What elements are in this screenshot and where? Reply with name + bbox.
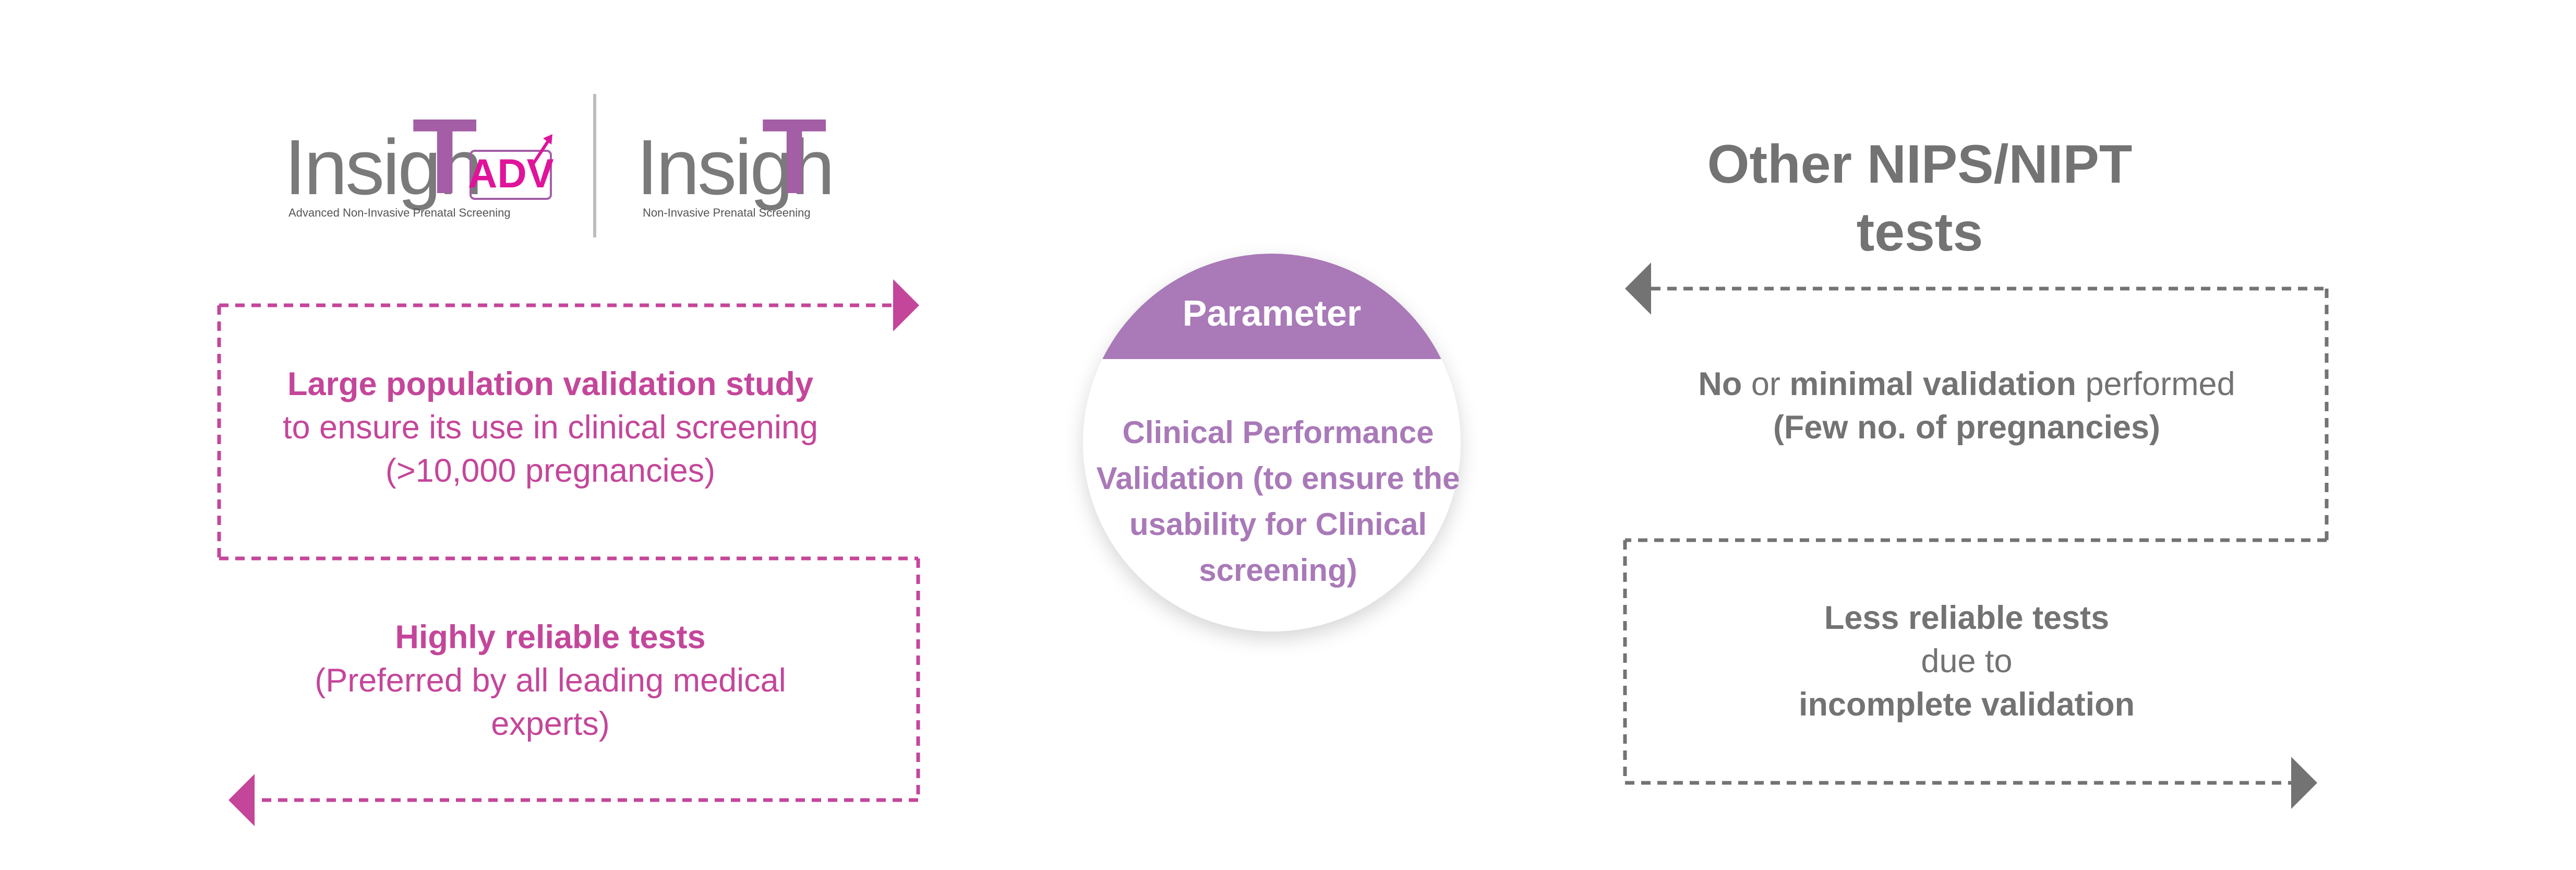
left-bottom-text: Highly reliable tests (Preferred by all … [245, 616, 856, 746]
right-top-text: No or minimal validation performed (Few … [1659, 363, 2274, 449]
logo-t: T [412, 97, 478, 216]
right-top-bold: minimal validation [1789, 366, 2076, 402]
parameter-line: usability for Clinical [1129, 507, 1427, 542]
left-bottom-heading: Highly reliable tests [395, 619, 706, 656]
right-arrowhead-right [2291, 757, 2317, 809]
left-arrowhead-right [893, 279, 919, 331]
left-flow-path [217, 303, 920, 802]
left-top-heading: Large population validation study [287, 366, 814, 402]
left-top-text: Large population validation study to ens… [245, 363, 856, 493]
right-top-plain: or [1742, 366, 1790, 402]
parameter-line: Validation (to ensure the [1096, 461, 1460, 496]
right-flow-path [1623, 287, 2329, 785]
right-bottom-line: incomplete validation [1798, 686, 2135, 723]
parameter-line: screening) [1199, 553, 1357, 588]
adv-badge [470, 150, 552, 200]
right-bottom-text: Less reliable tests due to incomplete va… [1659, 597, 2274, 726]
logo-tagline: Advanced Non-Invasive Prenatal Screening [288, 206, 511, 219]
right-top-line: (Few no. of pregnancies) [1773, 409, 2161, 446]
parameter-line: Clinical Performance [1122, 415, 1434, 450]
parameter-description: Clinical Performance Validation (to ensu… [1088, 410, 1468, 593]
right-bottom-line: due to [1921, 643, 2013, 680]
right-top-line: No or minimal validation performed [1659, 363, 2274, 406]
left-bottom-line: experts) [491, 706, 610, 742]
insight-logo: Insigh T Non-Invasive Prenatal Screening [636, 103, 835, 222]
logo-word: Insigh [284, 123, 483, 211]
left-top-line: to ensure its use in clinical screening [282, 409, 818, 446]
logo-t: T [762, 97, 827, 216]
insight-adv-logo: Insigh T ADV Advanced Non-Invasive Prena… [284, 103, 566, 222]
adv-arrow-icon [531, 134, 552, 166]
right-top-bold: No [1698, 366, 1742, 402]
right-top-plain: performed [2076, 366, 2235, 402]
logo-word: Insigh [636, 123, 835, 211]
right-bottom-heading: Less reliable tests [1824, 600, 2110, 636]
right-arrowhead-left [1625, 263, 1651, 315]
adv-label: ADV [468, 150, 554, 196]
parameter-header: Parameter [1182, 293, 1362, 333]
left-top-line: (>10,000 pregnancies) [385, 452, 716, 489]
left-bottom-line: (Preferred by all leading medical [315, 662, 786, 699]
other-tests-title: Other NIPS/NIPT tests [1707, 134, 2133, 263]
left-arrowhead-left [228, 774, 255, 826]
logo-tagline: Non-Invasive Prenatal Screening [643, 206, 811, 219]
